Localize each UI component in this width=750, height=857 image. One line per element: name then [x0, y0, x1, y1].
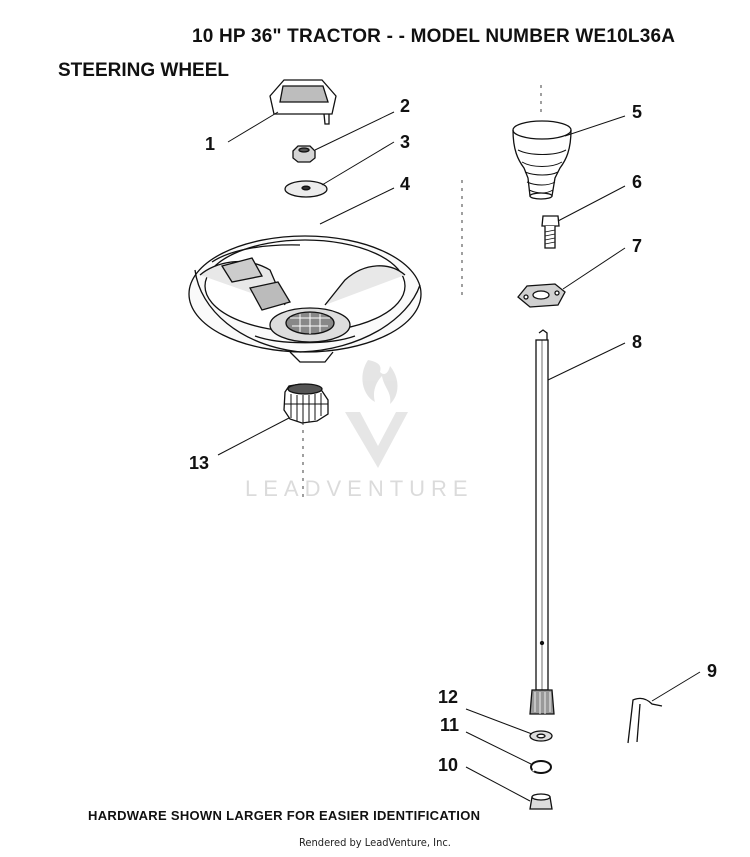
- callout-10: 10: [438, 755, 458, 775]
- part-7-flange: [517, 283, 566, 308]
- callout-9: 9: [707, 661, 717, 681]
- section-title: STEERING WHEEL: [58, 60, 230, 81]
- hardware-note: HARDWARE SHOWN LARGER FOR EASIER IDENTIF…: [88, 808, 481, 823]
- callout-7: 7: [632, 236, 642, 256]
- part-5-bellows-boot: [512, 120, 572, 200]
- leadventure-watermark: LEADVENTURE: [245, 360, 474, 501]
- part-4-steering-wheel: [188, 235, 422, 363]
- part-2-nut: [292, 145, 316, 163]
- callout-6: 6: [632, 172, 642, 192]
- part-12-washer: [529, 730, 553, 742]
- part-11-snap-ring: [530, 760, 552, 774]
- page-title: 10 HP 36" TRACTOR - - MODEL NUMBER WE10L…: [192, 26, 676, 47]
- part-13-spline-adapter: [283, 383, 329, 424]
- callout-12: 12: [438, 687, 458, 707]
- callout-8: 8: [632, 332, 642, 352]
- callout-4: 4: [400, 174, 410, 194]
- part-6-bolt: [541, 215, 560, 249]
- callout-1: 1: [205, 134, 215, 154]
- part-3-washer: [284, 180, 328, 198]
- assembly-axes: [302, 85, 542, 500]
- callout-3: 3: [400, 132, 410, 152]
- part-8-steering-shaft: [529, 329, 555, 715]
- part-10-cap: [529, 793, 553, 810]
- callout-numbers: 1 2 3 4 5 6 7 8 9 10 11 12 13: [189, 96, 717, 775]
- watermark-text: LEADVENTURE: [245, 476, 474, 501]
- callout-5: 5: [632, 102, 642, 122]
- part-9-spring-clip: [627, 697, 663, 744]
- rendered-by-credit: Rendered by LeadVenture, Inc.: [299, 836, 451, 849]
- callout-11: 11: [440, 715, 459, 735]
- callout-2: 2: [400, 96, 410, 116]
- leader-lines: [217, 111, 701, 802]
- part-1-hub-cap: [269, 79, 337, 125]
- callout-13: 13: [189, 453, 209, 473]
